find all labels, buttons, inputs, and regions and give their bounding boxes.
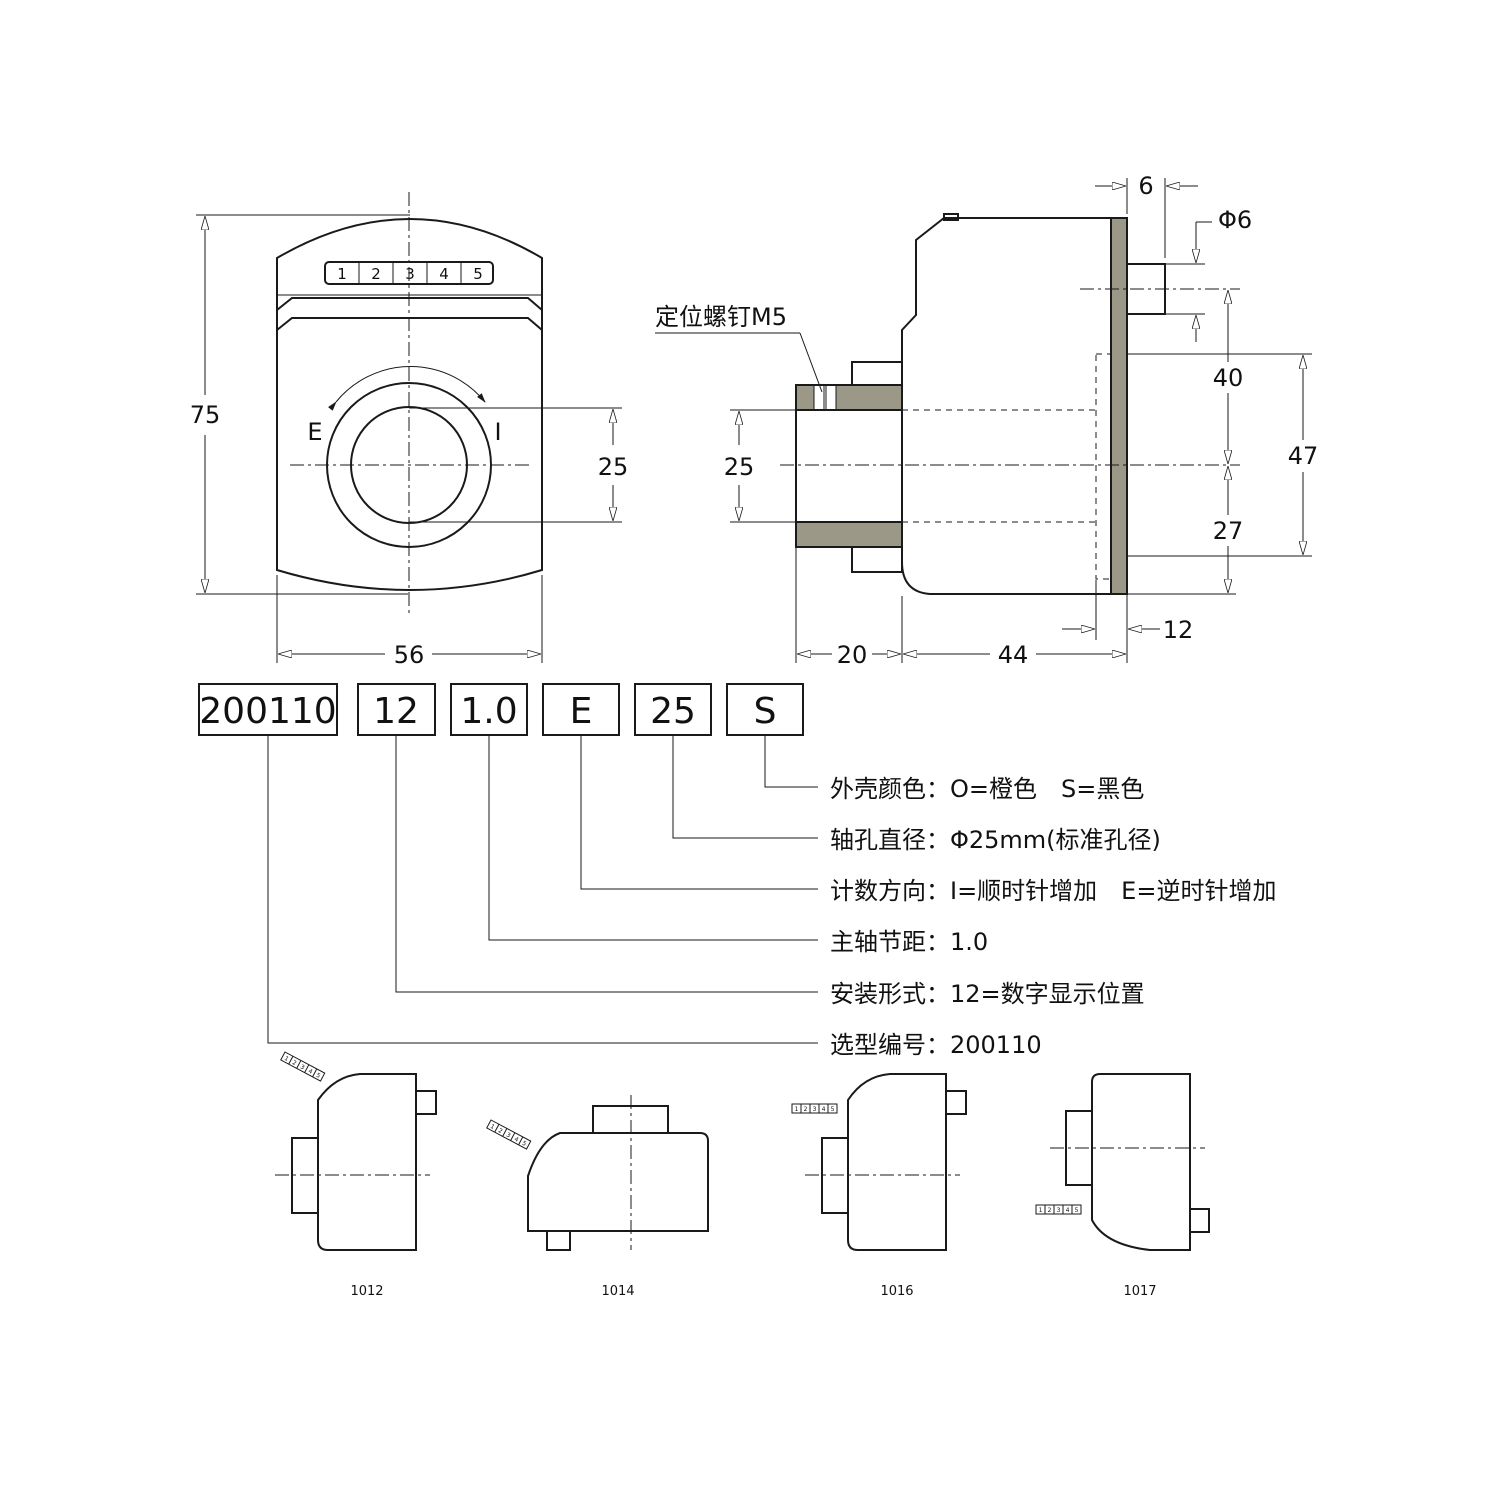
model-code: 200110 12 1.0 E 25 S 外壳颜色：O=橙色 S=黑色 轴孔直径… (198, 683, 1276, 1059)
screw-label: 定位螺钉M5 (655, 303, 787, 331)
legend-bore-diameter: 轴孔直径：Φ25mm(标准孔径) (830, 826, 1161, 854)
svg-text:3: 3 (299, 1063, 306, 1071)
hidden-recess (1095, 353, 1112, 580)
dim-12: 12 (1163, 616, 1194, 644)
dim-pin-diameter: Φ6 (1218, 206, 1252, 234)
front-view: 1 2 3 4 5 E I 75 56 25 (190, 192, 629, 669)
dim-47: 47 (1288, 442, 1319, 470)
mini-counter: 1 2 3 4 5 (486, 1119, 532, 1150)
dim-44: 44 (998, 641, 1029, 669)
svg-text:5: 5 (831, 1106, 835, 1113)
legend-spindle-pitch: 主轴节距：1.0 (830, 928, 988, 956)
legend-count-direction: 计数方向：I=顺时针增加 E=逆时针增加 (830, 877, 1276, 905)
counter-digit: 3 (405, 265, 415, 283)
svg-text:3: 3 (505, 1131, 512, 1139)
side-top-nub (943, 213, 959, 221)
code-part: 1.0 (460, 691, 517, 732)
collar (795, 384, 903, 548)
code-part: S (754, 691, 777, 732)
variant-pin (546, 1230, 571, 1251)
front-plate (1110, 217, 1128, 595)
variant-caption: 1014 (601, 1284, 634, 1299)
variant-body (527, 1132, 709, 1232)
svg-text:2: 2 (291, 1059, 298, 1067)
svg-text:1: 1 (283, 1055, 290, 1063)
mini-counter: 1 2 3 4 5 (280, 1051, 326, 1082)
variant-caption: 1017 (1123, 1284, 1156, 1299)
front-band-lower (276, 317, 543, 331)
dim-27: 27 (1213, 517, 1244, 545)
svg-text:3: 3 (1057, 1207, 1061, 1214)
variant-body (317, 1073, 417, 1251)
counter-digit: 2 (371, 265, 381, 283)
direction-label-i: I (494, 418, 501, 446)
svg-text:4: 4 (1066, 1207, 1070, 1214)
svg-text:1: 1 (1039, 1207, 1043, 1214)
side-body-outline (901, 217, 1113, 595)
legend-model-number: 选型编号：200110 (830, 1031, 1042, 1059)
svg-text:4: 4 (307, 1068, 314, 1076)
dim-height: 75 (190, 401, 221, 429)
rotation-arrow (327, 366, 486, 411)
mini-counter: 1 2 3 4 5 (1035, 1204, 1082, 1215)
front-band-upper (276, 297, 543, 311)
dim-width: 56 (394, 641, 425, 669)
dim-20: 20 (837, 641, 868, 669)
variant-1014: 1 2 3 4 5 1014 (486, 1095, 709, 1299)
variant-body (847, 1073, 947, 1251)
dim-plate-top: 6 (1138, 172, 1153, 200)
side-view: 定位螺钉M5 6 Φ6 40 27 47 25 (655, 172, 1318, 669)
svg-text:2: 2 (804, 1106, 808, 1113)
legend-mount-type: 安装形式：12=数字显示位置 (830, 980, 1145, 1008)
code-part: 12 (373, 691, 419, 732)
svg-text:2: 2 (497, 1127, 504, 1135)
variant-pin (945, 1090, 967, 1115)
variant-1016: 1 2 3 4 5 1016 (791, 1073, 967, 1299)
collar-wall-bottom (795, 521, 903, 548)
dim-bore-side: 25 (724, 453, 755, 481)
variant-caption: 1016 (880, 1284, 913, 1299)
collar-wall-top (795, 384, 903, 411)
variant-caption: 1012 (350, 1284, 383, 1299)
variant-body (1091, 1073, 1191, 1251)
svg-text:5: 5 (1075, 1207, 1079, 1214)
svg-text:1: 1 (489, 1123, 496, 1131)
variant-1017: 1 2 3 4 5 1017 (1035, 1073, 1210, 1299)
svg-text:5: 5 (315, 1072, 322, 1080)
legend-shell-color: 外壳颜色：O=橙色 S=黑色 (830, 775, 1144, 803)
variant-pin (1189, 1208, 1210, 1233)
svg-text:4: 4 (822, 1106, 826, 1113)
direction-label-e: E (307, 418, 322, 446)
counter-digit: 1 (337, 265, 347, 283)
code-part: 200110 (199, 691, 336, 732)
front-housing-outline (276, 218, 543, 591)
code-part: 25 (650, 691, 696, 732)
dim-bore-front: 25 (598, 453, 629, 481)
counter-digit: 4 (439, 265, 449, 283)
code-part: E (570, 691, 593, 732)
svg-text:3: 3 (813, 1106, 817, 1113)
svg-text:5: 5 (521, 1140, 528, 1148)
variant-pin (415, 1090, 437, 1115)
mini-counter: 1 2 3 4 5 (791, 1103, 838, 1114)
svg-text:2: 2 (1048, 1207, 1052, 1214)
svg-text:4: 4 (513, 1136, 520, 1144)
variant-1012: 1 2 3 4 5 1012 (275, 1051, 437, 1299)
svg-text:1: 1 (795, 1106, 799, 1113)
dim-40: 40 (1213, 364, 1244, 392)
counter-digit: 5 (473, 265, 483, 283)
